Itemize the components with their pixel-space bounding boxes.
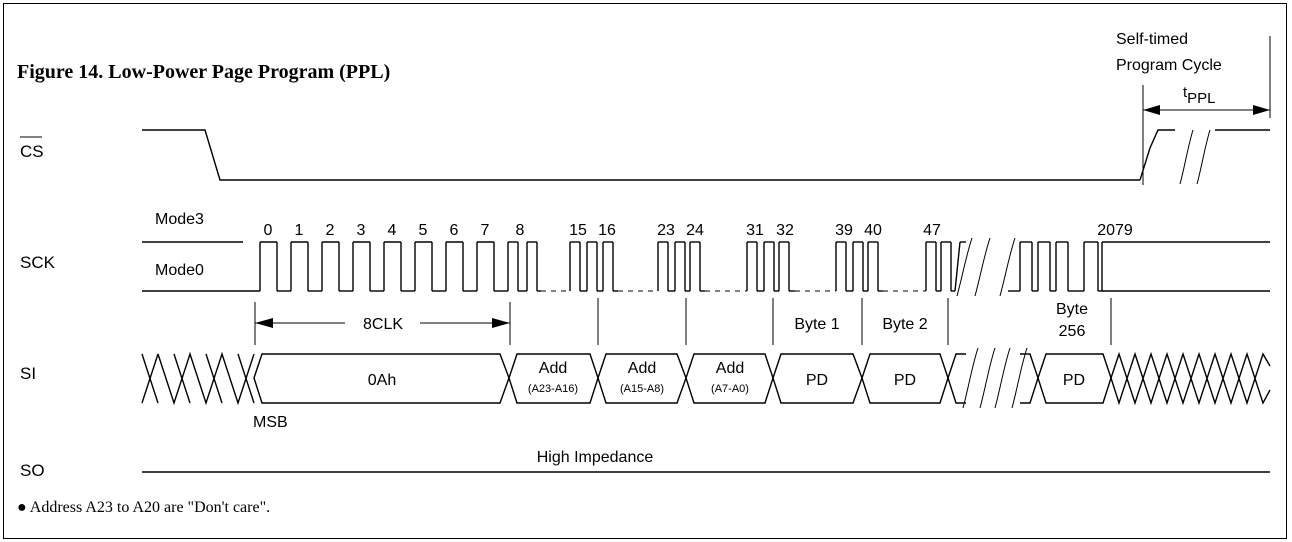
clock-number: 16: [598, 222, 616, 239]
clock-number: 39: [835, 222, 853, 239]
clock-number: 47: [923, 222, 941, 239]
clock-number: 1: [295, 222, 304, 239]
clock-number: 3: [357, 222, 366, 239]
si-break-marks-2: [994, 347, 1028, 409]
clock-number: 23: [657, 222, 675, 239]
byte2-label: Byte 2: [882, 316, 927, 333]
sck-waveform: [142, 237, 1270, 297]
clock-number: 15: [569, 222, 587, 239]
clock-number: 31: [746, 222, 764, 239]
figure-title: Figure 14. Low-Power Page Program (PPL): [17, 61, 390, 83]
clock-number: 40: [864, 222, 882, 239]
tppl-label: tPPL: [1183, 84, 1216, 107]
si-add3-subtext: (A7-A0): [711, 383, 749, 395]
cs-waveform: [142, 129, 1140, 181]
msb-label: MSB: [253, 414, 288, 431]
clock-number: 6: [450, 222, 459, 239]
so-label: SO: [20, 461, 45, 480]
si-dont-care-left: [141, 351, 255, 406]
sck-label: SCK: [20, 253, 56, 272]
si-waveform: [141, 347, 1271, 409]
clk8-label: 8CLK: [363, 316, 403, 333]
si-opcode-text: 0Ah: [368, 372, 396, 389]
si-dont-care-right: [1110, 351, 1271, 406]
clock-number: 32: [776, 222, 794, 239]
footnote: ● Address A23 to A20 are "Don't care".: [17, 499, 270, 516]
cs-rise: [1139, 129, 1175, 181]
clk8-arrow-right: [492, 318, 510, 328]
si-add2-text: Add: [628, 360, 656, 377]
clock-number: 0: [264, 222, 273, 239]
clock-number: 24: [686, 222, 704, 239]
si-add1-subtext: (A23-A16): [528, 383, 578, 395]
byte1-label: Byte 1: [794, 316, 839, 333]
si-pd1-text: PD: [806, 372, 828, 389]
si-add1-text: Add: [539, 360, 567, 377]
si-break-marks-1: [962, 347, 996, 409]
si-add3-text: Add: [716, 360, 744, 377]
si-add2-subtext: (A15-A8): [620, 383, 664, 395]
clk8-arrow-left: [255, 318, 273, 328]
mode3-label: Mode3: [155, 211, 204, 228]
clock-number: 7: [481, 222, 490, 239]
tppl-arrow-right: [1253, 105, 1270, 115]
sck-break-marks: [956, 237, 1016, 297]
clock-number: 2079: [1097, 222, 1133, 239]
si-pd2-text: PD: [894, 372, 916, 389]
mode0-label: Mode0: [155, 262, 204, 279]
cs-label: CS: [20, 142, 44, 161]
clock-number: 5: [419, 222, 428, 239]
self-timed-label: Self-timed: [1116, 31, 1188, 48]
si-break-left: [947, 353, 966, 404]
sck-edge: [954, 241, 961, 292]
program-cycle-label: Program Cycle: [1116, 57, 1222, 74]
clock-number: 4: [388, 222, 397, 239]
clock-number: 8: [516, 222, 525, 239]
clock-number: 2: [326, 222, 335, 239]
tppl-arrow-left: [1143, 105, 1160, 115]
high-impedance-label: High Impedance: [537, 449, 654, 466]
si-label: SI: [20, 364, 36, 383]
figure-frame: [3, 3, 1287, 539]
byte256-label-line1: Byte: [1056, 301, 1088, 318]
byte256-label-line2: 256: [1059, 323, 1086, 340]
cs-break-marks: [1179, 129, 1211, 185]
si-pd256-text: PD: [1063, 372, 1085, 389]
